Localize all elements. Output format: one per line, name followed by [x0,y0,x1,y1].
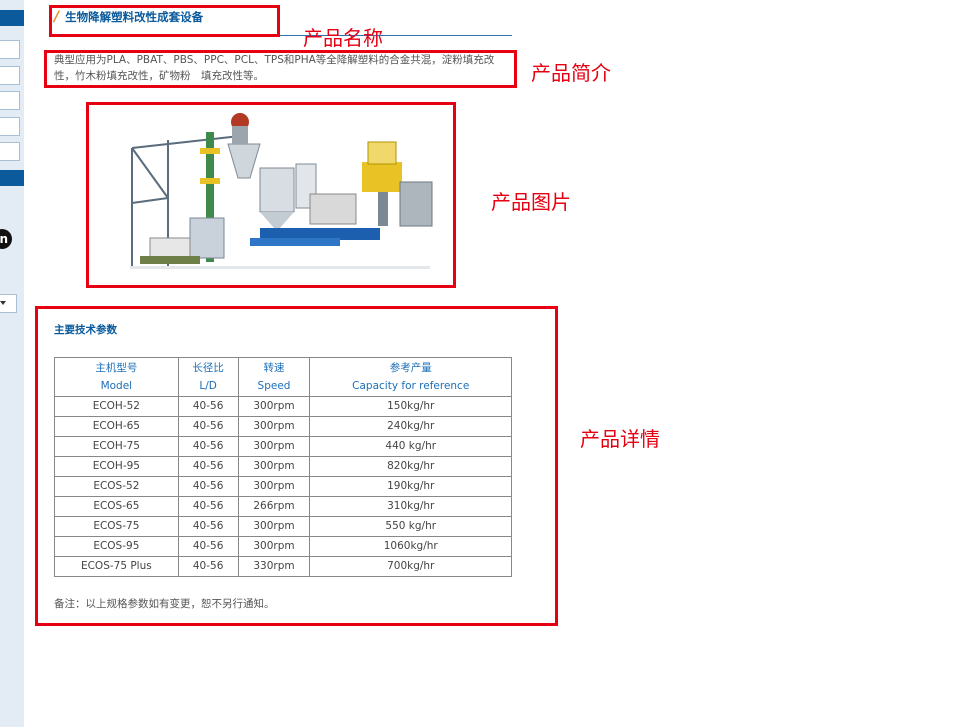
annotation-box-name [49,5,280,37]
product-image [130,113,433,269]
cell-speed: 300rpm [237,536,311,557]
cell-model: ECOS-52 [54,476,179,497]
cell-model: ECOS-75 Plus [54,556,179,577]
title-marker-icon: / [54,9,60,25]
left-sidebar: in [0,0,24,727]
cell-capacity: 700kg/hr [309,556,512,577]
sidebar-header-bar[interactable] [0,10,24,26]
annotation-label-intro: 产品简介 [531,61,611,85]
linkedin-icon[interactable]: in [0,229,12,249]
title-divider [54,35,512,36]
sidebar-item[interactable] [0,40,20,59]
annotation-box-details [35,306,558,626]
annotation-label-details: 产品详情 [580,427,660,451]
sidebar-item[interactable] [0,117,20,136]
annotation-label-name: 产品名称 [303,26,383,50]
chevron-down-icon [0,301,6,305]
annotation-box-intro [44,50,517,88]
sidebar-item[interactable] [0,142,20,161]
sidebar-item[interactable] [0,91,20,110]
product-intro: 典型应用为PLA、PBAT、PBS、PPC、PCL、TPS和PHA等全降解塑料的… [54,54,495,82]
cell-ld: 40-56 [177,436,239,457]
spec-title: 主要技术参数 [54,324,117,336]
sidebar-item[interactable] [0,66,20,85]
cell-speed: 330rpm [237,556,311,577]
annotation-label-image: 产品图片 [491,190,571,214]
cell-ld: 40-56 [177,556,239,577]
product-title-row: / 生物降解塑料改性成套设备 [54,8,203,26]
sidebar-dropdown[interactable] [0,294,17,313]
cell-ld: 40-56 [177,536,239,557]
cell-capacity: 240kg/hr [309,416,512,437]
cell-speed: 266rpm [237,496,311,517]
sidebar-active-bar[interactable] [0,170,24,186]
cell-capacity: 440 kg/hr [309,436,512,457]
spec-note: 备注：以上规格参数如有变更，恕不另行通知。 [54,598,275,610]
product-name: 生物降解塑料改性成套设备 [65,10,204,24]
annotation-box-image [86,102,456,288]
cell-ld: 40-56 [177,516,239,537]
